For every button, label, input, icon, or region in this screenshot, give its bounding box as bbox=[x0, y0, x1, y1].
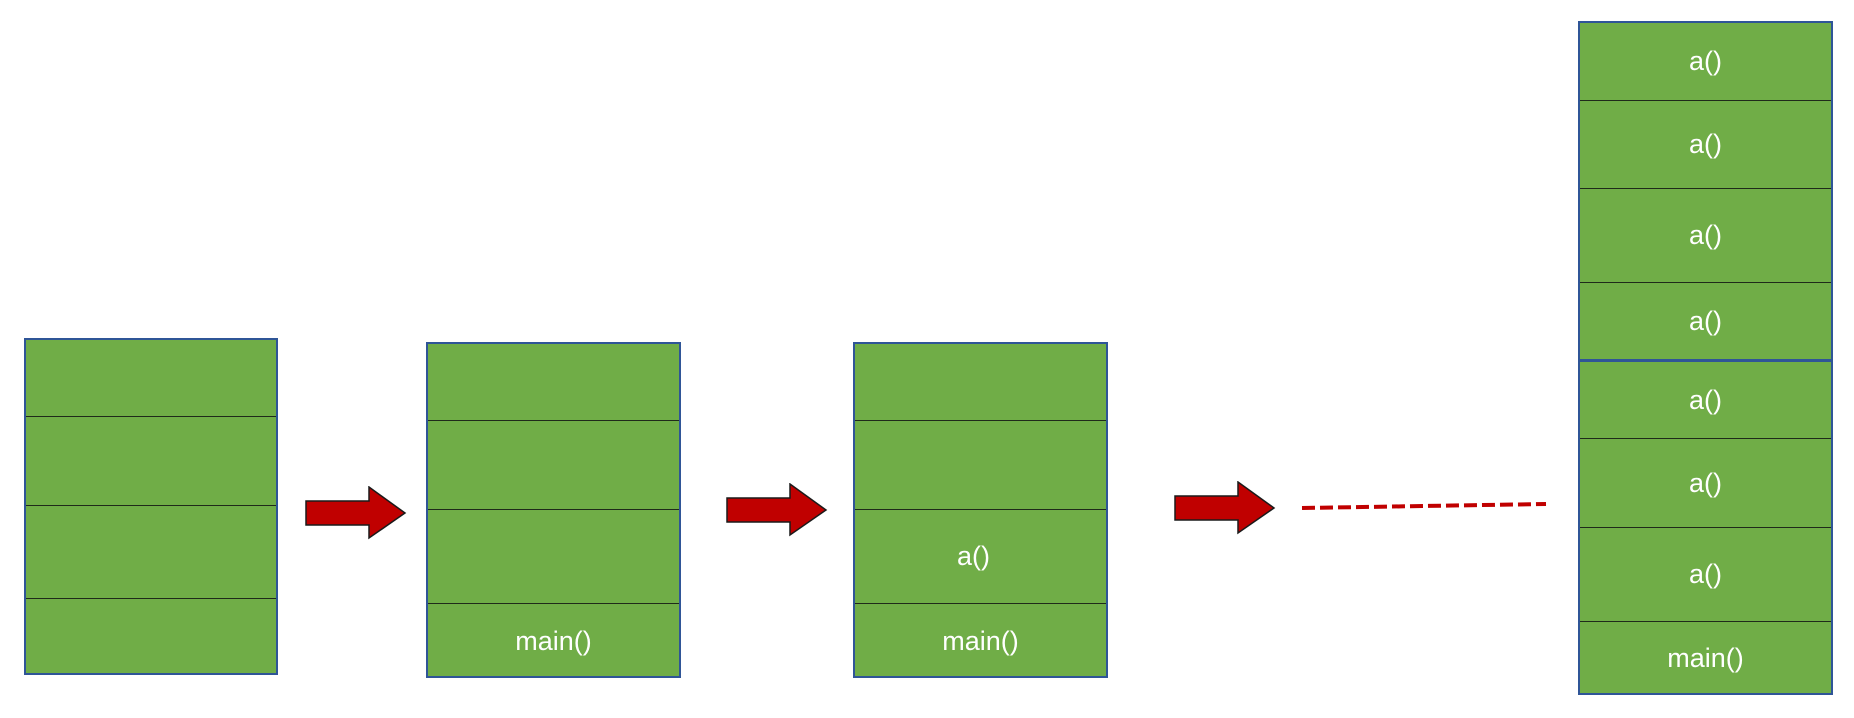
stack-frame-a: a() bbox=[855, 510, 1106, 604]
frame-label: main() bbox=[1667, 643, 1744, 673]
right-arrow-shape bbox=[1174, 481, 1276, 535]
stack-frame bbox=[428, 510, 679, 604]
stack-frame-a: a() bbox=[1580, 101, 1831, 189]
frame-label: a() bbox=[1689, 384, 1722, 415]
stack-frame bbox=[26, 506, 276, 599]
frame-label: a() bbox=[1689, 305, 1722, 336]
right-arrow-icon bbox=[305, 486, 407, 540]
stack-frame bbox=[428, 344, 679, 421]
stack-frame bbox=[428, 421, 679, 510]
stack-frame-main: main() bbox=[428, 604, 679, 678]
dashed-line-shape bbox=[1301, 502, 1547, 510]
stack-empty bbox=[24, 338, 278, 675]
stack-frame bbox=[26, 340, 276, 417]
stack-frame-main: main() bbox=[1580, 622, 1831, 695]
stack-frame bbox=[855, 421, 1106, 510]
stack-frame-a: a() bbox=[1580, 439, 1831, 528]
frame-label: a() bbox=[1689, 129, 1722, 159]
stack-main: main() bbox=[426, 342, 681, 678]
stack-frame bbox=[26, 417, 276, 506]
stack-recursion-overflow: a() a() a() a() a() a() a() main() bbox=[1578, 21, 1833, 695]
continuation-dashed-line bbox=[1301, 502, 1547, 510]
stack-frame bbox=[26, 599, 276, 675]
stack-frame-a: a() bbox=[1580, 189, 1831, 283]
frame-label: a() bbox=[957, 541, 990, 571]
stack-frame-a: a() bbox=[1580, 283, 1831, 362]
right-arrow-icon bbox=[726, 483, 828, 537]
stack-frame-a: a() bbox=[1580, 362, 1831, 439]
stack-frame-a: a() bbox=[1580, 528, 1831, 622]
stack-a-main: a() main() bbox=[853, 342, 1108, 678]
right-arrow-icon bbox=[1174, 481, 1276, 535]
frame-label: a() bbox=[1689, 46, 1722, 76]
frame-label: main() bbox=[515, 625, 592, 656]
stack-frame bbox=[855, 344, 1106, 421]
frame-label: a() bbox=[1689, 220, 1722, 250]
stack-frame-a: a() bbox=[1580, 23, 1831, 101]
stack-frame-main: main() bbox=[855, 604, 1106, 678]
frame-label: main() bbox=[942, 625, 1019, 656]
right-arrow-shape bbox=[726, 483, 828, 537]
frame-label: a() bbox=[1689, 467, 1722, 498]
frame-label: a() bbox=[1689, 559, 1722, 589]
right-arrow-shape bbox=[305, 486, 407, 540]
